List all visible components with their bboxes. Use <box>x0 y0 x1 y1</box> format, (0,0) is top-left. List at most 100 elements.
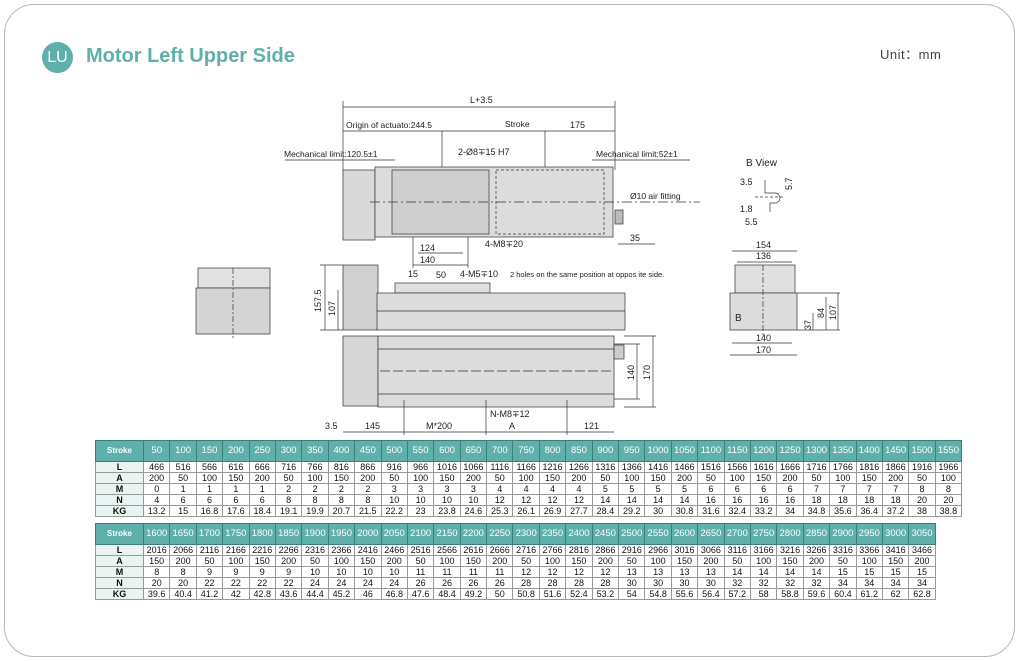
table-cell: 28 <box>512 577 540 589</box>
table-cell: 26.1 <box>512 505 540 517</box>
table-cell: 6 <box>248 494 276 506</box>
table-cell: 50 <box>195 555 224 567</box>
table-cell: 1966 <box>934 461 963 473</box>
stroke-header-cell: 1450 <box>881 440 910 462</box>
table-cell: 13 <box>644 566 672 578</box>
table-cell: 1116 <box>486 461 514 473</box>
stroke-header-cell: 2300 <box>512 523 540 545</box>
stroke-header-cell: 2900 <box>829 523 857 545</box>
table-cell: 30 <box>644 505 672 517</box>
table-cell: 26 <box>459 577 488 589</box>
table-cell: 5 <box>670 483 699 495</box>
dim-50: 50 <box>436 270 446 280</box>
table-cell: 3316 <box>829 544 857 556</box>
table-cell: 5 <box>591 483 620 495</box>
table-cell: 50 <box>486 472 514 484</box>
table-cell: 2816 <box>565 544 593 556</box>
table-cell: 10 <box>459 494 488 506</box>
stroke-header-cell: 3050 <box>908 523 936 545</box>
table-cell: 200 <box>248 472 276 484</box>
table-cell: 150 <box>222 472 250 484</box>
table-cell: 8 <box>142 566 171 578</box>
table-cell: 20 <box>169 577 197 589</box>
table-cell: 14 <box>776 566 804 578</box>
table-cell: 16.8 <box>195 505 224 517</box>
table-cell: 7 <box>855 483 883 495</box>
table-cell: 516 <box>169 461 197 473</box>
table-cell: 32 <box>802 577 831 589</box>
table-cell: 9 <box>248 566 276 578</box>
table-cell: 200 <box>670 472 699 484</box>
table-cell: 3066 <box>697 544 725 556</box>
table-cell: 50 <box>829 555 857 567</box>
table-cell: 4 <box>512 483 540 495</box>
end-84: 84 <box>816 308 826 318</box>
b-view-label: B View <box>746 158 778 169</box>
stroke-header-cell: 950 <box>618 440 646 462</box>
table-cell: 36.4 <box>855 505 883 517</box>
stroke-header-cell: 1050 <box>670 440 699 462</box>
table-cell: 62.8 <box>908 588 936 600</box>
table-cell: 1166 <box>512 461 540 473</box>
table-cell: 46 <box>354 588 382 600</box>
table-cell: 466 <box>142 461 171 473</box>
table-cell: 1816 <box>855 461 883 473</box>
table-cell: 18 <box>802 494 831 506</box>
table-cell: 22 <box>274 577 303 589</box>
stroke-header-cell: 500 <box>380 440 408 462</box>
table-cell: 200 <box>776 472 804 484</box>
stroke-header-cell: 2050 <box>380 523 408 545</box>
row-label: M <box>95 566 144 578</box>
table-cell: 12 <box>565 494 593 506</box>
table-cell: 24 <box>301 577 329 589</box>
stroke-header-cell: 2200 <box>459 523 488 545</box>
table-cell: 150 <box>644 472 672 484</box>
table-cell: 61.2 <box>855 588 883 600</box>
table-cell: 100 <box>644 555 672 567</box>
table-cell: 19.9 <box>301 505 329 517</box>
table-cell: 38 <box>908 505 936 517</box>
table-cell: 2566 <box>433 544 461 556</box>
stroke-header-cell: 450 <box>354 440 382 462</box>
table-cell: 18 <box>829 494 857 506</box>
dim-107: 107 <box>327 301 337 316</box>
table-cell: 32.4 <box>723 505 751 517</box>
table-cell: 200 <box>697 555 725 567</box>
table-cell: 25.3 <box>486 505 514 517</box>
table-cell: 54 <box>618 588 646 600</box>
table-cell: 1 <box>169 483 197 495</box>
table-cell: 24 <box>327 577 356 589</box>
stroke-header-cell: 1550 <box>934 440 963 462</box>
table-cell: 19.1 <box>274 505 303 517</box>
table-cell: 200 <box>486 555 514 567</box>
stroke-header-cell: 1700 <box>195 523 224 545</box>
m5-holes-note: 2 holes on the same position at oppos it… <box>510 270 664 279</box>
table-cell: 816 <box>327 461 356 473</box>
table-cell: 2666 <box>486 544 514 556</box>
dim-3-5: 3.5 <box>325 421 338 431</box>
table-cell: 2766 <box>538 544 567 556</box>
stroke-header-cell: 1900 <box>301 523 329 545</box>
table-cell: 200 <box>380 555 408 567</box>
table-cell: 14 <box>802 566 831 578</box>
origin-label: Origin of actuato:244.5 <box>346 120 432 130</box>
bv-1-8: 1.8 <box>740 204 753 214</box>
table-cell: 16 <box>776 494 804 506</box>
table-cell: 23 <box>406 505 435 517</box>
table-cell: 16 <box>723 494 751 506</box>
table-cell: 39.6 <box>142 588 171 600</box>
page-frame <box>4 4 1015 657</box>
b-marker: B <box>735 313 742 324</box>
table-cell: 1516 <box>697 461 725 473</box>
table-cell: 17.6 <box>222 505 250 517</box>
table-cell: 2 <box>354 483 382 495</box>
table-cell: 13 <box>670 566 699 578</box>
table-cell: 50 <box>512 555 540 567</box>
table-cell: 2166 <box>222 544 250 556</box>
table-cell: 2466 <box>380 544 408 556</box>
dim-170-bottom: 170 <box>642 365 652 380</box>
unit-label: Unit：mm <box>880 47 942 62</box>
table-cell: 150 <box>327 472 356 484</box>
